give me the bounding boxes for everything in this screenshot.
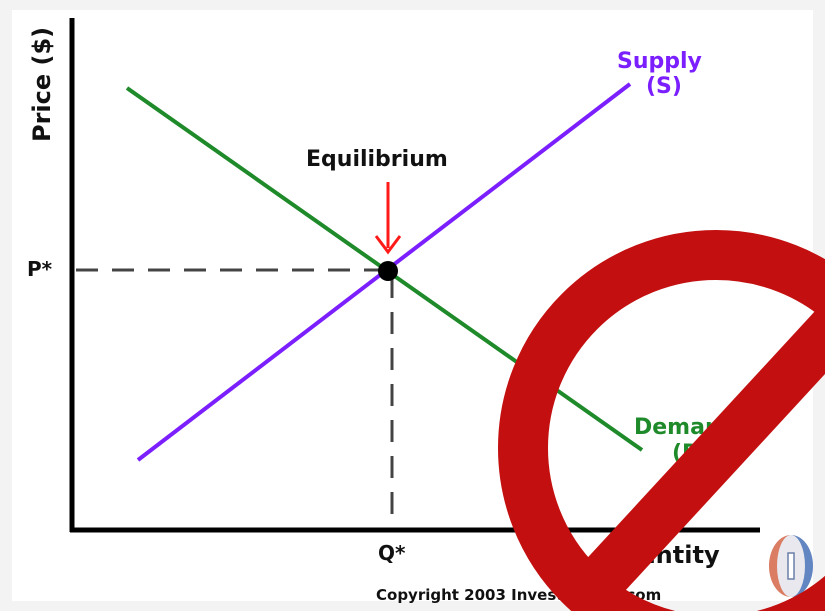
supply-label: Supply bbox=[617, 49, 702, 74]
y-axis-label: Price ($) bbox=[28, 27, 56, 142]
price-marker: P* bbox=[27, 257, 53, 281]
supply-abbr: (S) bbox=[646, 74, 682, 99]
quantity-marker: Q* bbox=[378, 541, 406, 565]
equilibrium-arrow-icon bbox=[374, 182, 402, 255]
equilibrium-point bbox=[378, 261, 398, 281]
no-symbol-icon bbox=[498, 230, 825, 611]
equilibrium-label: Equilibrium bbox=[306, 147, 448, 172]
investopedia-logo-icon bbox=[769, 535, 813, 597]
